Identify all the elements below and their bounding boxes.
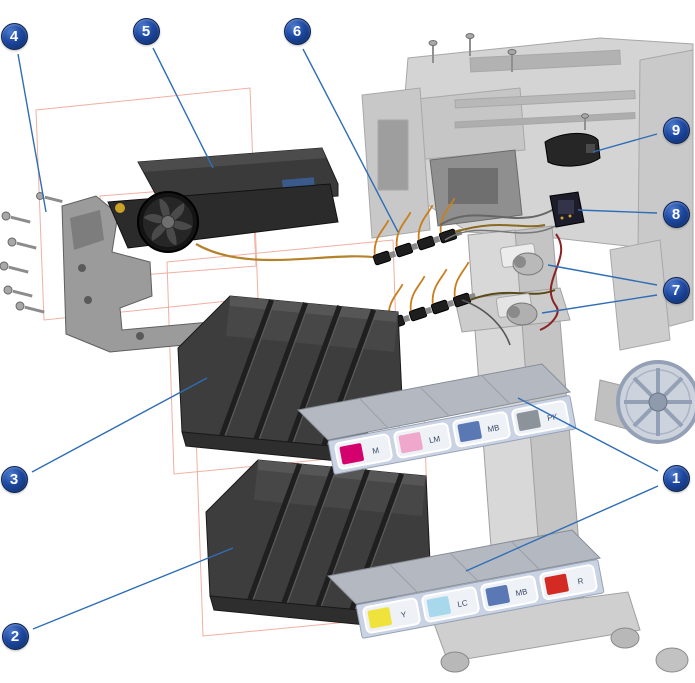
- ink-label: PK: [546, 412, 559, 423]
- leader-line-2: [32, 547, 234, 630]
- tube-bundle: [439, 204, 566, 346]
- fan-assembly: [107, 147, 381, 262]
- part-8-board: [549, 191, 585, 228]
- bracket-screws: [0, 192, 63, 314]
- spindle-wheel: [616, 360, 695, 444]
- tube-connectors-upper: [372, 197, 463, 266]
- printer-frame: [361, 37, 694, 351]
- leader-line-9: [592, 133, 658, 153]
- ink-label: M: [372, 446, 381, 456]
- part-7-sensors: [495, 233, 563, 331]
- ink-chip: [426, 596, 451, 618]
- part-9-latch: [544, 113, 601, 167]
- side-bracket: [61, 195, 217, 353]
- leader-line-8: [577, 209, 658, 214]
- leader-line-7: [547, 264, 658, 286]
- ink-chip: [398, 432, 423, 454]
- ink-chip: [485, 584, 510, 607]
- leader-line-4: [17, 53, 47, 213]
- top-screws: [428, 33, 517, 72]
- ink-tray-lower-face: Y LC MB R: [355, 559, 605, 639]
- fan: [137, 191, 199, 253]
- leader-line-7: [541, 294, 658, 314]
- ink-tray-lower: Y LC MB R: [326, 529, 605, 639]
- leader-line-5: [152, 47, 214, 169]
- leader-lines: [17, 47, 659, 630]
- leader-line-6: [302, 48, 399, 233]
- ink-chip: [457, 420, 482, 443]
- leader-line-1: [465, 485, 659, 572]
- ink-label: MB: [515, 587, 528, 598]
- ink-label: LM: [428, 434, 441, 445]
- ink-chip: [367, 607, 392, 629]
- ink-label: LC: [457, 598, 469, 609]
- ink-label: R: [577, 576, 585, 586]
- ink-chip: [339, 443, 364, 465]
- leader-line-1: [517, 397, 659, 472]
- leader-line-3: [31, 377, 208, 473]
- ink-label: MB: [487, 423, 500, 434]
- ink-chip: [544, 573, 569, 595]
- ink-tray-upper-face: M LM MB PK: [327, 395, 577, 475]
- ink-chip: [516, 409, 541, 431]
- ink-tray-upper: M LM MB PK: [296, 363, 577, 475]
- ink-label: Y: [400, 610, 408, 620]
